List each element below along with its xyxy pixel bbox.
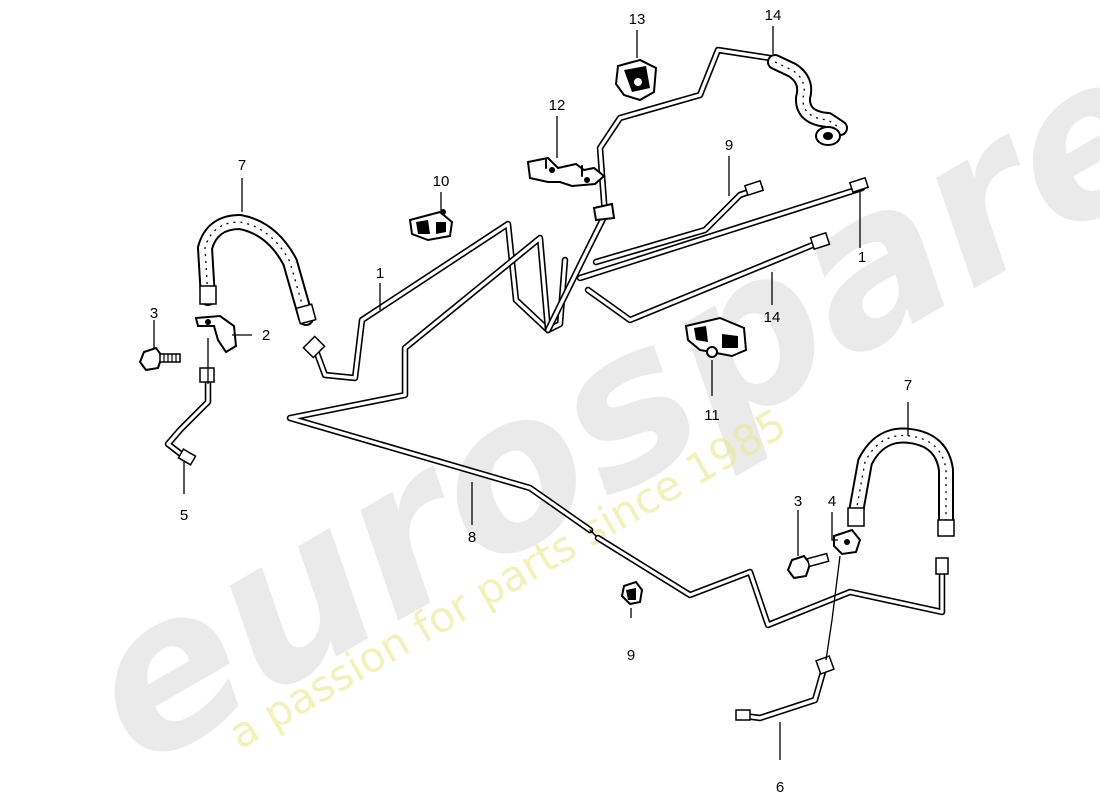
fitting [935, 557, 949, 575]
clip-13 [614, 58, 658, 102]
watermark-logo: eurospares [43, 0, 1100, 800]
label-part-1: 1 [376, 265, 384, 282]
label-part-14: 14 [764, 309, 781, 326]
small-parts [138, 58, 862, 606]
label-part-3: 3 [150, 305, 158, 322]
hose-7-left [197, 214, 317, 326]
label-part-2: 2 [262, 327, 270, 344]
watermark: eurospares a passion for parts since 198… [43, 0, 1100, 800]
label-part-7: 7 [238, 157, 246, 174]
hose-14-top [767, 54, 848, 146]
fitting [735, 709, 751, 721]
label-part-8: 8 [468, 529, 476, 546]
brake-hoses [197, 54, 955, 537]
fitting [302, 335, 326, 359]
bolt-3-right [786, 552, 830, 580]
fitting [815, 655, 835, 675]
brake-pipes [164, 46, 949, 722]
clip-10 [408, 209, 454, 242]
fitting [743, 179, 765, 197]
pipe-clamp [592, 202, 616, 222]
label-part-11: 11 [704, 407, 720, 424]
label-part-5: 5 [180, 507, 188, 524]
fitting [848, 176, 870, 194]
label-part-9: 9 [627, 647, 635, 664]
fitting [809, 231, 831, 251]
leader-lines [153, 26, 909, 760]
label-part-3: 3 [794, 493, 802, 510]
bracket-4 [833, 528, 862, 556]
hose-7-right [847, 427, 955, 537]
part-labels: 1 1 2 3 3 4 5 6 7 7 8 9 9 10 11 12 13 14… [150, 7, 912, 796]
label-part-7: 7 [904, 377, 912, 394]
clip-11 [684, 316, 748, 358]
label-part-10: 10 [433, 173, 450, 190]
bracket-12 [526, 156, 606, 188]
label-part-4: 4 [828, 493, 836, 510]
clip-9 [620, 580, 644, 606]
pipe-5 [164, 374, 212, 462]
label-part-6: 6 [776, 779, 784, 796]
fitting [199, 367, 215, 383]
label-part-14: 14 [765, 7, 782, 24]
label-part-12: 12 [549, 97, 566, 114]
pipe-8-rear [594, 534, 946, 629]
label-part-13: 13 [629, 11, 646, 28]
fitting [177, 448, 197, 466]
label-part-1: 1 [858, 249, 866, 266]
bolt-3-left [138, 346, 181, 372]
bracket-2 [194, 314, 238, 354]
label-part-9: 9 [725, 137, 733, 154]
